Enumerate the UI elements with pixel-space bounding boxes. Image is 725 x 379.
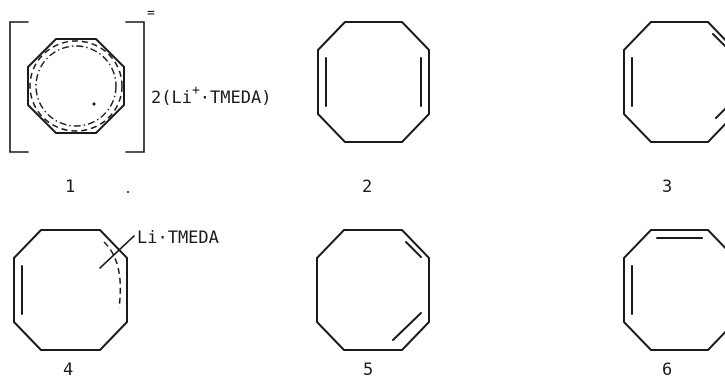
double-bond-lower-right (392, 312, 422, 341)
double-bond-upper-right (405, 241, 422, 258)
cyclooctatetraene-ring (27, 38, 125, 134)
compound-number-1: 1 (65, 177, 75, 197)
compound-3: 3 (623, 21, 725, 197)
compound-2: 2 (317, 21, 430, 197)
compound-4: Li·TMEDA 4 (13, 191, 219, 379)
center-dot (92, 102, 96, 106)
outer-aromatic-circle (29, 40, 123, 132)
ring (13, 229, 128, 351)
left-bracket (9, 21, 29, 153)
stray-dot (127, 191, 129, 193)
compound-number-6: 6 (662, 360, 672, 379)
ring (623, 229, 725, 351)
dianion-charge: = (147, 6, 155, 21)
lithium-label: Li·TMEDA (137, 228, 219, 248)
compound-1: = 2(Li+·TMEDA) 1 (9, 6, 271, 197)
ring (623, 21, 725, 143)
compound-number-5: 5 (363, 360, 373, 379)
ring (317, 21, 430, 143)
compound-6: 6 (623, 229, 725, 379)
compound-number-2: 2 (362, 177, 372, 197)
delocalized-arc (103, 241, 122, 309)
compound-number-3: 3 (662, 177, 672, 197)
lithium-bond (99, 235, 135, 269)
ring (316, 229, 430, 351)
double-bond-lower-right (715, 107, 725, 119)
right-bracket (125, 21, 145, 153)
compound-number-4: 4 (63, 360, 73, 379)
counterion-formula: 2(Li+·TMEDA) (151, 83, 271, 108)
compound-5: 5 (316, 229, 430, 379)
double-bond-upper-right (712, 33, 725, 48)
inner-aromatic-circle (35, 45, 117, 127)
